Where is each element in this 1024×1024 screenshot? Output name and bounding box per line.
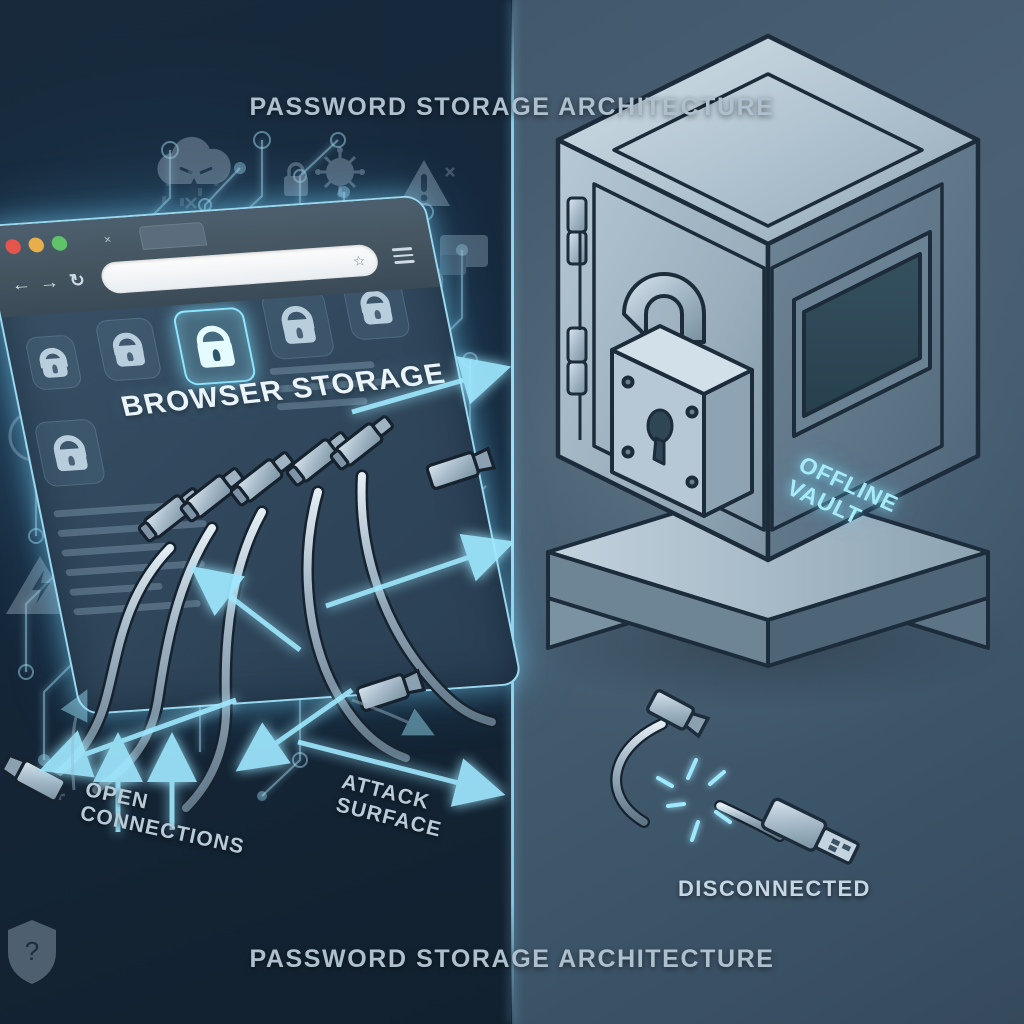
page-title-top: PASSWORD STORAGE ARCHITECTURE <box>249 93 775 121</box>
panel-divider <box>511 0 514 1024</box>
spark-marks <box>656 758 732 842</box>
shield-question-icon: ? <box>8 920 56 984</box>
svg-text:?: ? <box>25 936 39 966</box>
padlock-icon <box>610 272 754 518</box>
padlock-icon <box>284 162 308 196</box>
arrow-layer <box>39 356 512 832</box>
usb-plug-icon <box>355 668 427 712</box>
offline-vault-illustration <box>528 33 1008 865</box>
disconnected-label: DISCONNECTED <box>678 876 871 901</box>
usb-plug-icon <box>0 753 67 803</box>
usb-plug-icon <box>646 689 711 739</box>
angry-cloud-icon <box>157 136 231 194</box>
cable-connector <box>0 415 497 803</box>
warning-triangle-icon <box>398 160 450 206</box>
vault-screen <box>792 230 932 438</box>
page-title-bottom: PASSWORD STORAGE ARCHITECTURE <box>249 945 775 973</box>
usb-plug-icon <box>760 797 860 865</box>
usb-plug-icon <box>425 446 497 490</box>
virus-icon <box>315 147 365 197</box>
window-icon <box>440 235 488 275</box>
vault-hinge <box>566 196 588 440</box>
